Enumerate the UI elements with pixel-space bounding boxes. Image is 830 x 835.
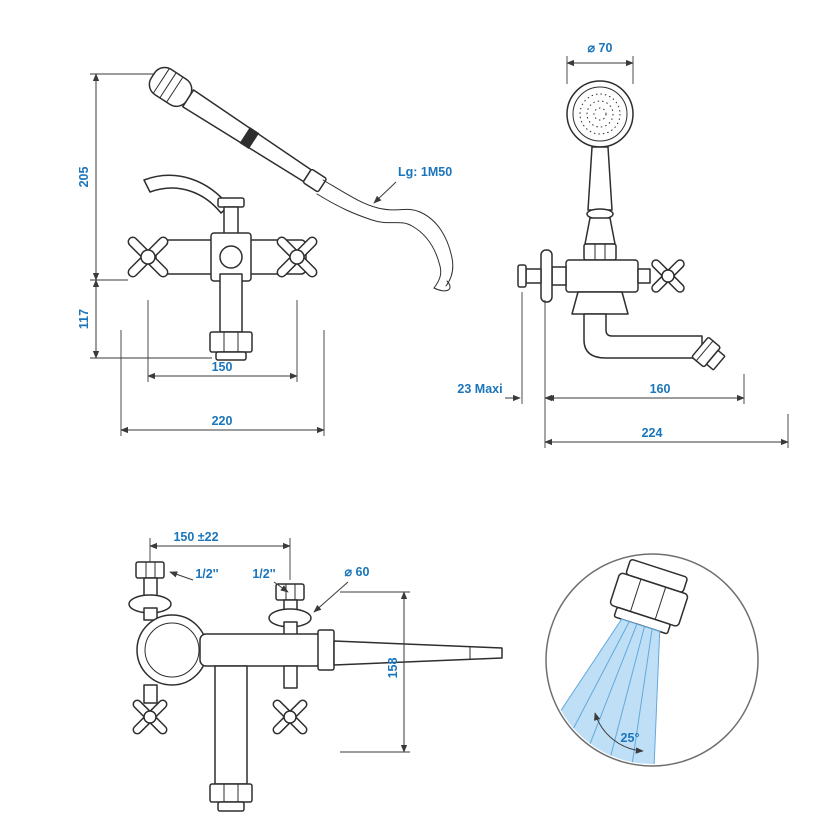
- pipe-nut: [209, 783, 253, 803]
- wall-pipe: [551, 266, 567, 286]
- wall-cap: [517, 264, 527, 288]
- dim-150pm22-label: 150 ±22: [173, 530, 218, 544]
- cross-handle-top-left: [132, 699, 168, 735]
- cradle-block-top: [317, 629, 335, 671]
- shower-hose: [322, 179, 454, 287]
- d60-leader: [313, 581, 349, 613]
- cross-handle-right: [276, 236, 318, 278]
- inlet-nut-left: [135, 561, 165, 579]
- inlet-stem-left-lower: [143, 607, 158, 621]
- inlet-left-leader: [169, 571, 194, 581]
- dim-117-label: 117: [77, 309, 91, 329]
- inlet-right-label: 1/2'': [252, 567, 275, 581]
- dim-160-label: 160: [650, 382, 671, 396]
- head-inner-ring: [572, 86, 628, 142]
- spout-collar: [215, 351, 247, 361]
- hand-shower: [148, 66, 327, 193]
- wall-stem: [525, 268, 542, 284]
- cross-handle-left: [127, 236, 169, 278]
- diverter-boss: [219, 245, 243, 269]
- spout-tube: [219, 273, 243, 333]
- detail-view: 25°: [545, 553, 759, 767]
- top-view: 150 ±22 1/2'' 1/2'' ⌀ 60: [128, 530, 503, 812]
- dim-d70-label: ⌀ 70: [588, 41, 613, 55]
- spout-nut: [209, 331, 253, 353]
- down-pipe: [214, 665, 248, 785]
- grip-end-fitting: [302, 168, 327, 193]
- dim-205-label: 205: [77, 167, 91, 188]
- shower-bar-top: [333, 640, 503, 666]
- dim-23maxi-label: 23 Maxi: [457, 382, 502, 396]
- angle-arc: [594, 712, 644, 754]
- spray-angle-label: 25°: [621, 731, 640, 745]
- shower-hose: [316, 193, 442, 289]
- shower-head-side: [566, 80, 634, 148]
- hose-leader-arrow: [373, 181, 397, 204]
- spray-nozzles: [579, 93, 621, 135]
- inlet-right-leader: [273, 581, 289, 593]
- dim-224-label: 224: [642, 426, 663, 440]
- body-shroud: [571, 291, 629, 315]
- mixer-body-side: [565, 259, 639, 293]
- dim-220-label: 220: [212, 414, 233, 428]
- shower-grip-side: [587, 146, 613, 211]
- top-flange: [217, 197, 245, 208]
- shower-cradle: [143, 174, 230, 214]
- body-top-inner: [144, 622, 200, 678]
- grip-band: [239, 127, 260, 150]
- wall-flange: [540, 249, 553, 303]
- dim-d60-label: ⌀ 60: [345, 565, 370, 579]
- cross-handle-side: [651, 259, 685, 293]
- handle-stem-top-left: [143, 684, 158, 704]
- inlet-stem-left: [143, 577, 158, 597]
- cross-handle-top-right: [272, 699, 308, 735]
- body-bar-top: [199, 633, 323, 667]
- spout-outlet: [691, 337, 726, 371]
- body-top: [136, 614, 208, 686]
- dim-158-label: 158: [386, 658, 400, 679]
- handle-stem-top-right: [283, 665, 298, 689]
- handle-stem-side: [637, 268, 651, 284]
- spray-nozzles: [586, 100, 614, 128]
- hose-end-curl: [433, 280, 451, 292]
- spray-nozzles: [593, 107, 607, 121]
- spray-stream: [564, 621, 630, 745]
- side-view: ⌀ 70 23 Maxi: [457, 41, 789, 448]
- grip-cone: [584, 217, 616, 245]
- grip-nut: [583, 243, 617, 261]
- hose-length-label: Lg: 1M50: [398, 165, 452, 179]
- dim-150-label: 150: [212, 360, 233, 374]
- inlet-left-label: 1/2'': [195, 567, 218, 581]
- spout-side: [583, 313, 703, 359]
- pipe-collar: [217, 801, 245, 812]
- front-view: 205 117 150 220: [77, 66, 454, 436]
